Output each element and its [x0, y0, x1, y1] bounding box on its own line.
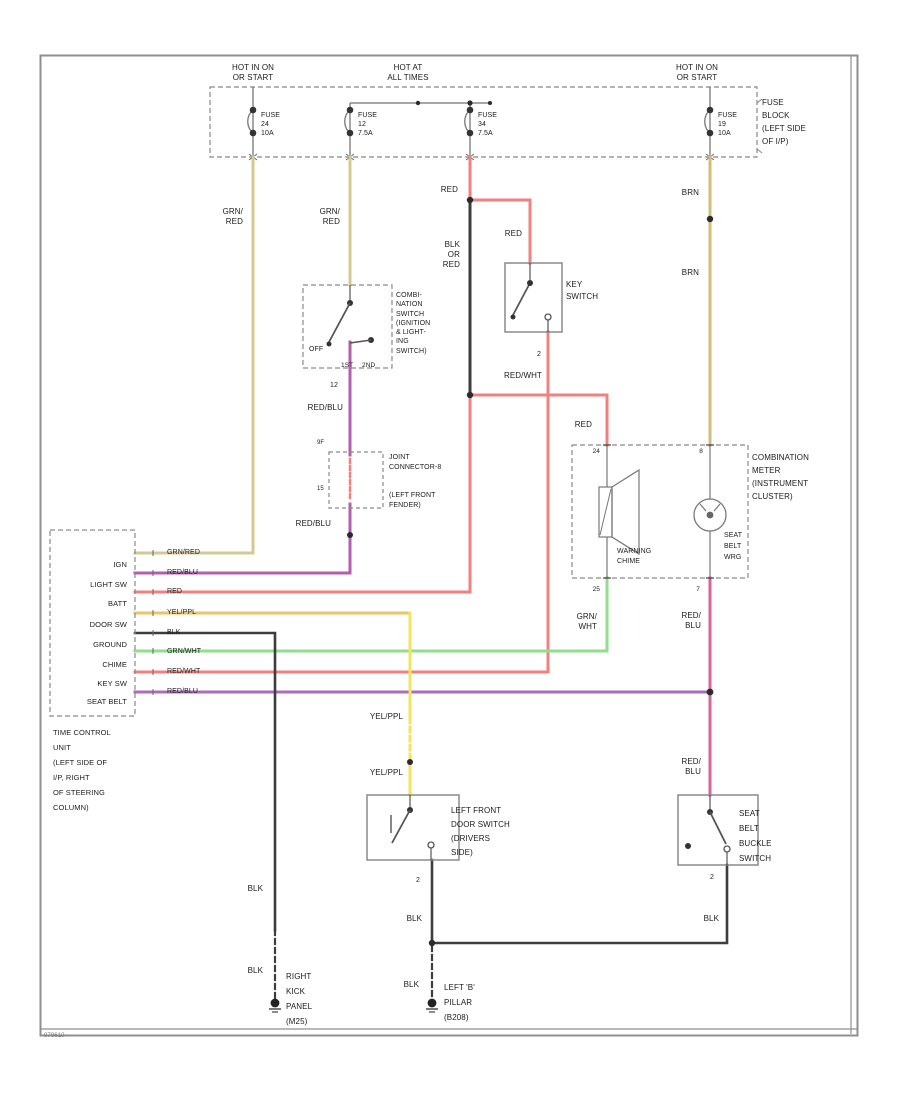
hot-in-on-or-start-right: HOT IN ON OR START — [675, 63, 719, 82]
meter-pin-8: 8 — [699, 448, 703, 455]
ground-left-b-pillar — [427, 998, 437, 1008]
buckle-switch-box — [677, 794, 759, 866]
tcu-wire-red-blu: RED/BLU — [167, 569, 199, 576]
combination-switch-label: COMBI- NATION SWITCH (IGNITION & LIGHT- … — [396, 292, 431, 355]
tcu-wire-red-blu-2: RED/BLU — [167, 688, 199, 695]
key-switch-internals — [510, 263, 552, 332]
time-control-unit-label: TIME CONTROL UNIT (LEFT SIDE OF I/P, RIG… — [53, 728, 111, 812]
page-border — [39, 54, 859, 1037]
tcu-pin-seat-belt: SEAT BELT — [86, 697, 127, 706]
tcu-wire-grn-wht: GRN/WHT — [167, 648, 202, 655]
door-switch-internals — [390, 795, 435, 860]
tcu-wire-grn-red: GRN/RED — [167, 549, 200, 556]
tcu-wire-red: RED — [167, 588, 183, 595]
seat-belt-buckle-switch-label: SEAT BELT BUCKLE SWITCH — [739, 809, 772, 863]
fuse-3-label: FUSE 34 7.5A — [478, 112, 498, 137]
tcu-pin-key-sw: KEY SW — [97, 679, 127, 688]
fuse-block-label: FUSE BLOCK (LEFT SIDE OF I/P) — [762, 98, 806, 146]
fuse-terminals — [249, 106, 714, 137]
wire-red-wht: RED/WHT — [503, 371, 542, 380]
ground-right-label: LEFT 'B' PILLAR (B208) — [444, 983, 475, 1022]
fuse-1-label: FUSE 24 10A — [261, 112, 281, 137]
ground-symbols — [269, 998, 438, 1013]
warning-chime-label: WARNING CHIME — [617, 548, 652, 565]
footer-code: 979610 — [44, 1033, 65, 1039]
joint-connector-box — [328, 451, 384, 509]
tcu-pin-ign: IGN — [113, 560, 127, 569]
wire-blk-door-lower: BLK — [403, 980, 419, 989]
combination-switch-off: OFF — [309, 346, 324, 353]
combination-switch-box — [302, 284, 393, 369]
combination-meter-box — [571, 444, 749, 579]
time-control-unit-box — [49, 529, 136, 717]
wire-blk-or-red: BLK OR RED — [442, 240, 460, 269]
joint-connector-pin-9f: 9F — [317, 440, 325, 446]
meter-pin-7: 7 — [696, 586, 700, 593]
tcu-wire-yel-ppl: YEL/PPL — [167, 609, 197, 616]
key-switch-label: KEY SWITCH — [566, 280, 599, 301]
wire-brn-2: BRN — [681, 268, 699, 277]
wire-red-blu-3: RED/ BLU — [681, 611, 701, 630]
fuse-2-label: FUSE 12 7.5A — [358, 112, 378, 137]
seat-belt-wrg-label: SEAT BELT WRG — [724, 532, 743, 561]
buckle-switch-internals — [685, 795, 731, 865]
combination-switch-2nd: 2ND — [362, 362, 376, 369]
wire-grn-red-2: GRN/ RED — [319, 207, 340, 226]
ground-left-label: RIGHT KICK PANEL (M25) — [286, 972, 313, 1026]
wire-red-meter: RED — [574, 420, 592, 429]
wire-brn-1: BRN — [681, 188, 699, 197]
wire-blk-door: BLK — [406, 914, 422, 923]
tcu-pin-chime: CHIME — [102, 660, 127, 669]
key-switch-pin-2: 2 — [537, 351, 541, 358]
hot-at-all-times: HOT AT ALL TIMES — [387, 63, 429, 82]
door-switch-pin-2: 2 — [416, 877, 420, 884]
wire-yel-ppl-2: YEL/PPL — [369, 768, 403, 777]
tcu-wire-blk: BLK — [167, 629, 181, 636]
tcu-pin-batt: BATT — [107, 599, 127, 608]
wire-red-blu-2: RED/BLU — [295, 519, 331, 528]
tcu-wire-red-wht: RED/WHT — [167, 668, 201, 675]
wire-red-blu-1: RED/BLU — [307, 403, 343, 412]
combination-switch-1st: 1ST — [341, 362, 354, 369]
combination-switch-pin-12: 12 — [330, 382, 338, 389]
buckle-switch-pin-2: 2 — [710, 874, 714, 881]
wire-red-blu-4: RED/ BLU — [681, 757, 701, 776]
hot-in-on-or-start-left: HOT IN ON OR START — [231, 63, 275, 82]
junction-dots — [347, 100, 714, 947]
combination-meter-internals — [598, 444, 727, 579]
wire-blk-buckle: BLK — [703, 914, 719, 923]
wire-blk-left-1: BLK — [247, 884, 263, 893]
wire-grn-red-1: GRN/ RED — [222, 207, 243, 226]
joint-connector-label: JOINT CONNECTOR-8 — [389, 454, 442, 471]
meter-pin-25: 25 — [592, 586, 600, 593]
ground-right-kick-panel — [270, 998, 280, 1008]
wire-blk-left-2: BLK — [247, 966, 263, 975]
wire-runs — [133, 155, 729, 1000]
meter-pin-24: 24 — [592, 448, 600, 455]
wire-grn-wht: GRN/ WHT — [576, 612, 597, 631]
joint-connector-pin-15: 15 — [317, 486, 324, 492]
component-boxes — [49, 262, 759, 866]
tcu-pin-light-sw: LIGHT SW — [90, 580, 127, 589]
joint-connector-location: (LEFT FRONT FENDER) — [389, 492, 436, 509]
wire-red-keyswitch: RED — [504, 229, 522, 238]
combination-meter-label: COMBINATION METER (INSTRUMENT CLUSTER) — [752, 453, 809, 501]
tcu-pin-door-sw: DOOR SW — [89, 620, 127, 629]
fuse-4-label: FUSE 19 10A — [718, 112, 738, 137]
wire-yel-ppl-1: YEL/PPL — [369, 712, 403, 721]
door-switch-box — [366, 794, 460, 861]
door-switch-label: LEFT FRONT DOOR SWITCH (DRIVERS SIDE) — [451, 806, 510, 857]
tcu-pin-ground: GROUND — [93, 640, 127, 649]
combination-switch-internals — [326, 285, 374, 347]
wire-red-fuse3: RED — [440, 185, 458, 194]
key-switch-box — [504, 262, 563, 333]
